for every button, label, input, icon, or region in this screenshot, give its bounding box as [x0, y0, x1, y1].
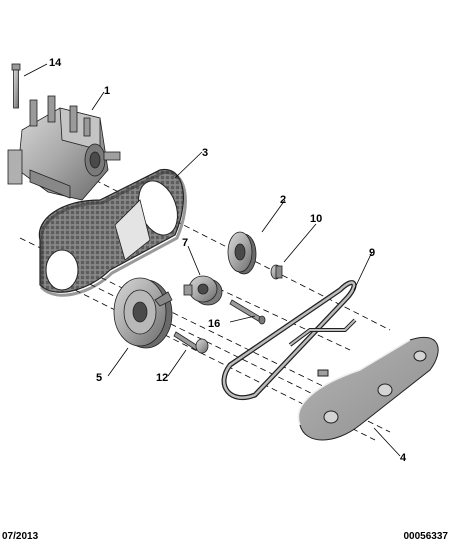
- crankshaft-sprocket: [113, 277, 173, 349]
- tensioner-roller: [183, 275, 223, 306]
- callout-3: 3: [202, 147, 208, 159]
- inner-timing-cover: [38, 169, 187, 297]
- callout-2: 2: [280, 194, 286, 206]
- injection-pump: [7, 95, 121, 201]
- outer-timing-cover: [297, 336, 439, 441]
- crankshaft-bolt: [173, 331, 209, 354]
- footer-reference-number: 00056337: [403, 531, 449, 542]
- callout-9: 9: [369, 247, 375, 259]
- callout-5: 5: [96, 372, 102, 384]
- callout-4: 4: [400, 452, 407, 464]
- nut: [270, 264, 283, 280]
- callout-10: 10: [310, 213, 322, 225]
- leader-lines: [23, 63, 401, 457]
- footer-date: 07/2013: [2, 531, 39, 542]
- callout-16: 16: [208, 318, 220, 330]
- callout-14: 14: [49, 57, 62, 69]
- pump-sprocket: [227, 231, 257, 275]
- long-bolt: [11, 63, 21, 109]
- callout-7: 7: [182, 237, 188, 249]
- callout-12: 12: [156, 372, 168, 384]
- timing-belt: [221, 280, 357, 401]
- callout-1: 1: [104, 85, 110, 97]
